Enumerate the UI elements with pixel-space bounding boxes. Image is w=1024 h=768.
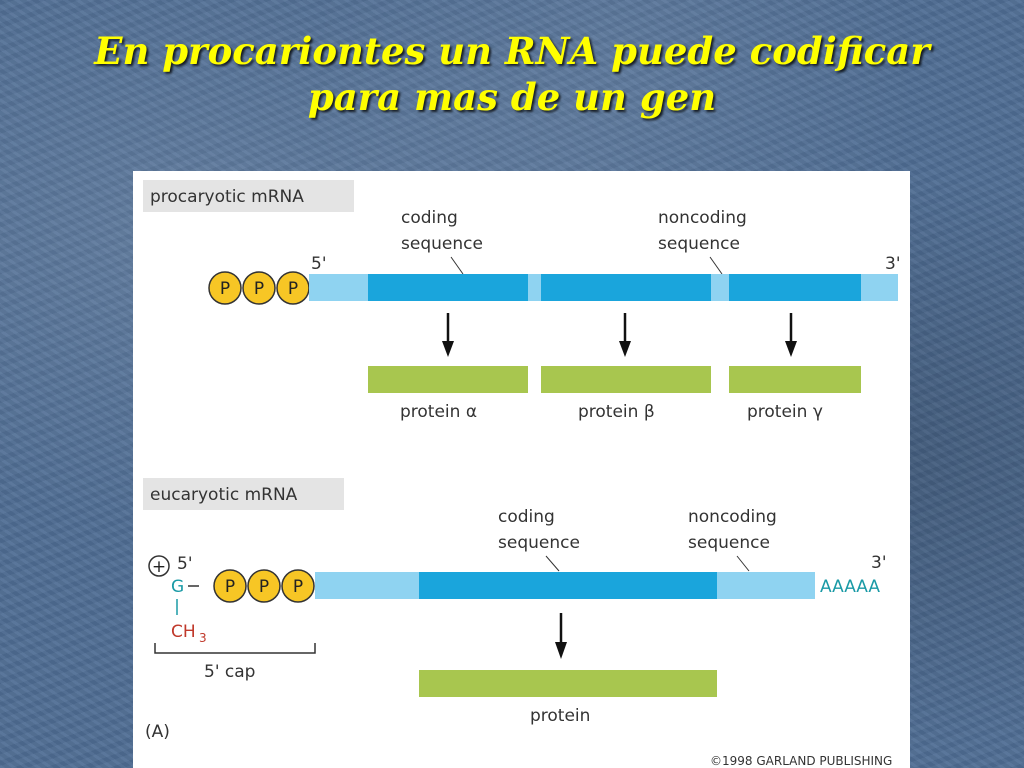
guanine-label: G [171, 577, 184, 597]
euk-noncoding-leader [736, 555, 750, 572]
mrna-diagram: procaryotic mRNA coding sequence noncodi… [143, 180, 901, 768]
pro-coding-segment-beta [541, 274, 711, 301]
pro-coding-segment-gamma [729, 274, 861, 301]
pro-protein-label-gamma: protein γ [747, 402, 823, 422]
euk-phosphate-circle-3 [281, 569, 315, 603]
euk-coding-leader [545, 555, 560, 572]
pro-noncoding-label-1: noncoding [658, 208, 747, 228]
pro-coding-label-2: sequence [401, 234, 483, 254]
pro-three-prime: 3' [885, 254, 901, 274]
cap-label: 5' cap [204, 662, 255, 682]
euk-arrowhead [555, 642, 567, 659]
euk-cap-structure: + 5' G CH 3 P P P 5' cap [148, 554, 316, 682]
pro-arrowhead-beta [619, 341, 631, 357]
euk-coding-segment [419, 572, 717, 599]
pro-coding-leader [450, 256, 464, 275]
methyl-ch-label: CH [171, 622, 196, 642]
euk-phosphate-circle-1 [213, 569, 247, 603]
plus-charge-circle [148, 555, 170, 577]
eukaryotic-label: eucaryotic mRNA [150, 485, 298, 505]
euk-noncoding-label-2: sequence [688, 533, 770, 553]
pro-mrna-strand [309, 274, 898, 301]
euk-mrna-strand [315, 572, 815, 599]
euk-protein-bar [419, 670, 717, 697]
pro-noncoding-label-2: sequence [658, 234, 740, 254]
euk-phosphate-circle-2 [247, 569, 281, 603]
pro-five-prime: 5' [311, 254, 327, 274]
cap-bracket [154, 643, 316, 654]
pro-phosphate-group: P P P [208, 271, 310, 305]
pro-protein-label-alpha: protein α [400, 402, 477, 422]
pro-phosphate-3: P [288, 279, 298, 299]
euk-phosphate-1: P [225, 577, 235, 597]
methyl-subscript: 3 [199, 631, 207, 645]
pro-arrowhead-gamma [785, 341, 797, 357]
poly-a-tail: AAAAA [820, 577, 880, 597]
slide-title: En procariontes un RNA puede codificar p… [0, 28, 1024, 120]
pro-protein-bar-gamma [729, 366, 861, 393]
slide-title-line-1: En procariontes un RNA puede codificar [94, 29, 930, 73]
pro-coding-label-1: coding [401, 208, 458, 228]
mrna-figure: procaryotic mRNA coding sequence noncodi… [133, 171, 910, 768]
pro-phosphate-2: P [254, 279, 264, 299]
euk-coding-label-2: sequence [498, 533, 580, 553]
euk-phosphate-2: P [259, 577, 269, 597]
slide-title-line-2: para mas de un gen [307, 75, 717, 119]
pro-protein-label-beta: protein β [578, 402, 655, 422]
pro-coding-segment-alpha [368, 274, 528, 301]
euk-three-prime: 3' [871, 553, 887, 573]
pro-noncoding-leader [709, 256, 723, 275]
pro-arrows [442, 313, 797, 357]
prokaryotic-label: procaryotic mRNA [150, 187, 304, 207]
pro-phosphate-circle-2 [242, 271, 276, 305]
euk-five-prime: 5' [177, 554, 193, 574]
euk-noncoding-label-1: noncoding [688, 507, 777, 527]
euk-coding-label-1: coding [498, 507, 555, 527]
pro-protein-bar-beta [541, 366, 711, 393]
prokaryotic-label-box [143, 180, 354, 212]
pro-arrowhead-alpha [442, 341, 454, 357]
plus-charge-icon: + [152, 557, 166, 577]
pro-phosphate-circle-1 [208, 271, 242, 305]
copyright-notice: ©1998 GARLAND PUBLISHING [710, 754, 892, 768]
euk-phosphate-3: P [293, 577, 303, 597]
pro-protein-bar-alpha [368, 366, 528, 393]
eukaryotic-label-box [143, 478, 344, 510]
panel-label: (A) [145, 722, 170, 742]
euk-protein-label: protein [530, 706, 590, 726]
pro-phosphate-1: P [220, 279, 230, 299]
